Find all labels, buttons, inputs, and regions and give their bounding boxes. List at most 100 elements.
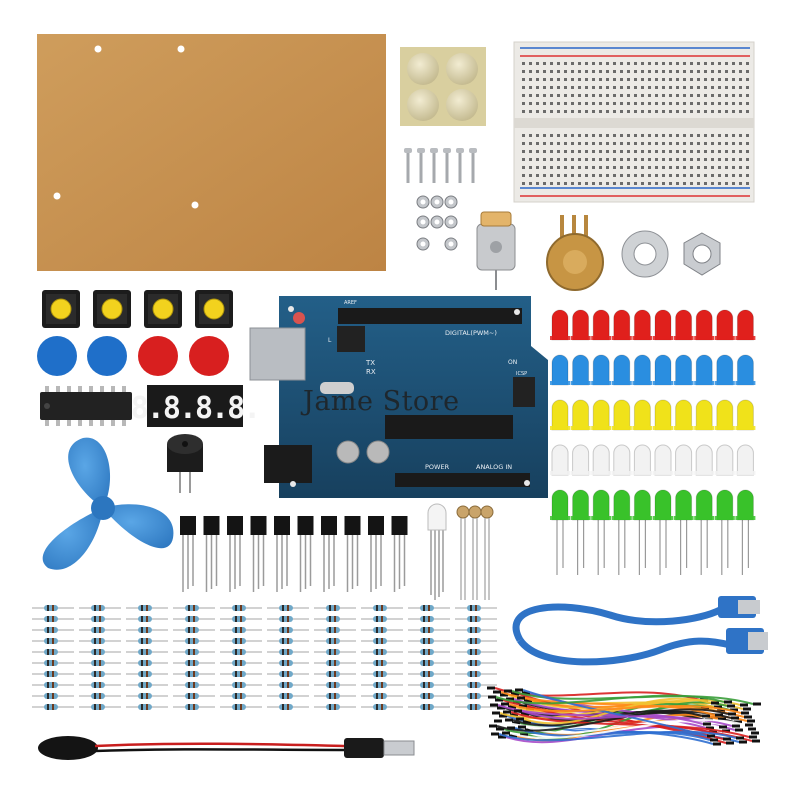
led-icon: [675, 399, 693, 431]
resistor-icon: [91, 693, 105, 699]
potentiometer-icon: [546, 215, 604, 291]
led-icon: [551, 399, 569, 431]
led-icon: [675, 489, 693, 521]
resistor-icon: [138, 693, 152, 699]
led-icon: [695, 309, 713, 341]
resistor-icon: [91, 627, 105, 633]
watermark: Jame Store: [303, 386, 460, 417]
resistor-icon: [279, 616, 293, 622]
resistor-icon: [326, 616, 340, 622]
resistor-icon: [279, 605, 293, 611]
resistor-icon: [279, 638, 293, 644]
led-icon: [592, 489, 610, 521]
rubber-feet-icon: [400, 47, 486, 126]
jumper-wire-icon: [509, 719, 746, 739]
board-icsp-label: ICSP: [516, 371, 527, 377]
board-rx-label: RX: [366, 368, 376, 376]
resistor-icon: [373, 660, 387, 666]
led-icon: [695, 399, 713, 431]
resistor-icon: [232, 660, 246, 666]
jumper-wire-icon: [510, 711, 750, 738]
rgb-led-icon: [427, 503, 447, 600]
resistor-icon: [373, 671, 387, 677]
washer-icon: [621, 230, 669, 278]
resistor-icon: [420, 616, 434, 622]
battery-clip-icon: [38, 736, 415, 760]
screw-icon: [417, 148, 425, 153]
resistor-icon: [420, 627, 434, 633]
resistor-icon: [138, 682, 152, 688]
led-icon: [716, 489, 734, 521]
resistor-icon: [373, 693, 387, 699]
resistor-icon: [467, 682, 481, 688]
led-icon: [613, 444, 631, 476]
fan-blade-icon: [42, 437, 174, 570]
resistor-icon: [185, 649, 199, 655]
resistor-icon: [44, 605, 58, 611]
jumper-wire-icon: [514, 727, 711, 741]
led-icon: [654, 444, 672, 476]
screw-icon: [404, 148, 412, 153]
transistor-icon: [274, 516, 290, 535]
resistor-icon: [185, 627, 199, 633]
resistor-icon: [420, 638, 434, 644]
buzzer-icon: [167, 434, 203, 493]
resistor-icon: [279, 682, 293, 688]
resistor-icon: [91, 605, 105, 611]
photoresistor-icon: [456, 505, 470, 519]
resistor-icon: [326, 671, 340, 677]
resistor-icon: [138, 616, 152, 622]
breadboard-icon: [513, 41, 755, 203]
resistor-icon: [326, 704, 340, 710]
resistor-icon: [138, 671, 152, 677]
jumper-wire-icon: [508, 703, 742, 714]
led-icon: [592, 309, 610, 341]
resistor-icon: [467, 616, 481, 622]
resistor-icon: [44, 638, 58, 644]
led-icon: [654, 489, 672, 521]
led-icon: [633, 399, 651, 431]
led-icon: [716, 399, 734, 431]
resistor-icon: [44, 693, 58, 699]
dc-motor-icon: [476, 211, 516, 290]
board-analog-label: ANALOG IN: [476, 463, 512, 471]
resistor-icon: [373, 649, 387, 655]
led-icon: [695, 489, 713, 521]
resistor-icon: [326, 693, 340, 699]
led-icon: [551, 309, 569, 341]
resistor-icon: [467, 638, 481, 644]
resistor-icon: [326, 638, 340, 644]
led-icon: [551, 354, 569, 386]
resistor-icon: [467, 671, 481, 677]
led-icon: [633, 309, 651, 341]
jumper-wire-icon: [523, 697, 712, 725]
resistor-icon: [232, 638, 246, 644]
resistor-icon: [138, 638, 152, 644]
resistor-icon: [467, 649, 481, 655]
screw-icon: [443, 148, 451, 153]
tactile-buttons-icon: [42, 290, 233, 328]
leds-icon: [550, 309, 756, 575]
led-icon: [695, 444, 713, 476]
resistor-icon: [232, 671, 246, 677]
led-icon: [613, 309, 631, 341]
led-icon: [592, 354, 610, 386]
resistor-icon: [138, 660, 152, 666]
resistor-icon: [420, 671, 434, 677]
hex-nut-icon: [683, 232, 721, 276]
resistor-icon: [420, 682, 434, 688]
resistor-icon: [467, 605, 481, 611]
jumper-wire-icon: [521, 710, 704, 725]
jumper-wire-icon: [498, 730, 737, 742]
led-icon: [613, 399, 631, 431]
resistor-icon: [232, 682, 246, 688]
resistor-icon: [232, 627, 246, 633]
led-icon: [736, 354, 754, 386]
resistor-icon: [420, 704, 434, 710]
led-icon: [572, 489, 590, 521]
transistor-icon: [391, 516, 408, 535]
resistor-icon: [279, 660, 293, 666]
resistor-icon: [232, 616, 246, 622]
resistor-icon: [279, 627, 293, 633]
